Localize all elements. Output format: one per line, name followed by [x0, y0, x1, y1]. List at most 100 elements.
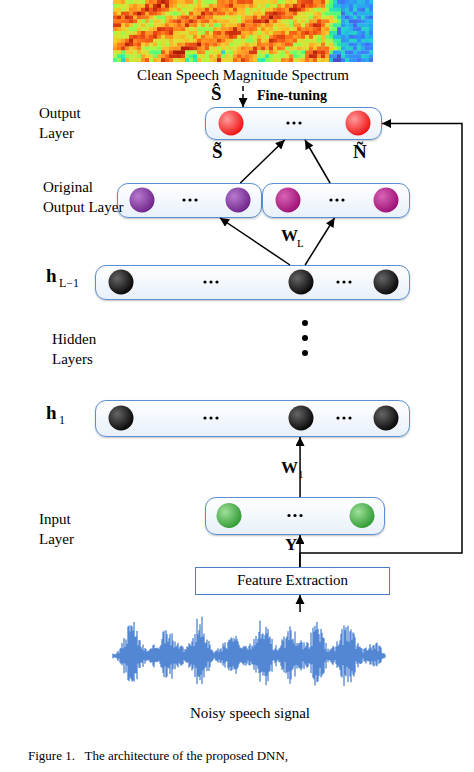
ellipsis-dot	[329, 198, 332, 201]
spectrogram-cell	[169, 47, 173, 51]
spectrogram-cell	[229, 31, 233, 35]
spectrogram-cell	[333, 47, 337, 51]
spectrogram-cell	[121, 23, 125, 27]
spectrogram-cell	[233, 43, 237, 47]
spectrogram-cell	[165, 12, 169, 16]
spectrogram-cell	[277, 23, 281, 27]
spectrogram-cell	[153, 8, 157, 12]
layer-box: Input Layer	[205, 497, 385, 535]
spectrogram-cell	[301, 0, 305, 4]
spectrogram-cell	[161, 12, 165, 16]
spectrogram-cell	[317, 35, 321, 39]
spectrogram-cell	[301, 35, 305, 39]
spectrogram-cell	[349, 16, 353, 20]
spectrogram-cell	[345, 23, 349, 27]
spectrogram-cell	[213, 16, 217, 20]
spectrogram-cell	[365, 8, 369, 12]
layer-name: Input Layer	[39, 510, 99, 549]
spectrogram-cell	[329, 39, 333, 43]
neuron-row	[96, 266, 408, 298]
spectrogram-cell	[229, 35, 233, 39]
spectrogram-cell	[209, 50, 213, 54]
spectrogram-cell	[193, 8, 197, 12]
neuron-row	[263, 184, 408, 216]
spectrogram-cell	[265, 39, 269, 43]
spectrogram-cell	[173, 47, 177, 51]
spectrogram-cell	[261, 19, 265, 23]
spectrogram-cell	[265, 43, 269, 47]
spectrogram-cell	[249, 54, 253, 58]
spectrogram-image	[113, 0, 373, 62]
spectrogram-cell	[197, 12, 201, 16]
spectrogram-cell	[213, 35, 217, 39]
spectrogram-cell	[193, 12, 197, 16]
spectrogram-cell	[113, 43, 117, 47]
spectrogram-cell	[189, 54, 193, 58]
spectrogram-cell	[117, 0, 121, 4]
spectrogram-cell	[169, 39, 173, 43]
spectrogram-cell	[329, 12, 333, 16]
spectrogram-cell	[369, 12, 373, 16]
spectrogram-cell	[169, 0, 173, 4]
spectrogram-cell	[333, 23, 337, 27]
spectrogram-cell	[233, 31, 237, 35]
spectrogram-cell	[185, 0, 189, 4]
spectrogram-cell	[313, 31, 317, 35]
spectrogram-cell	[353, 54, 357, 58]
spectrogram-cell	[137, 12, 141, 16]
spectrogram-cell	[141, 4, 145, 8]
spectrogram-cell	[277, 27, 281, 31]
spectrogram-cell	[365, 47, 369, 51]
arrow-connector	[220, 218, 290, 265]
spectrogram-cell	[117, 8, 121, 12]
spectrogram-cell	[217, 58, 221, 62]
spectrogram-cell	[333, 12, 337, 16]
neuron-circle	[374, 188, 399, 213]
spectrogram-cell	[353, 31, 357, 35]
spectrogram-cell	[121, 58, 125, 62]
spectrogram-cell	[197, 0, 201, 4]
spectrogram-cell	[209, 4, 213, 8]
spectrogram-cell	[345, 12, 349, 16]
spectrogram-cell	[297, 50, 301, 54]
spectrogram-cell	[273, 12, 277, 16]
spectrogram-cell	[321, 43, 325, 47]
spectrogram-cell	[309, 50, 313, 54]
spectrogram-cell	[117, 43, 121, 47]
spectrogram-cell	[349, 27, 353, 31]
spectrogram-cell	[337, 35, 341, 39]
spectrogram-cell	[225, 19, 229, 23]
spectrogram-cell	[173, 4, 177, 8]
spectrogram-cell	[237, 43, 241, 47]
spectrogram-cell	[137, 16, 141, 20]
spectrogram-cell	[113, 4, 117, 8]
spectrogram-cell	[209, 0, 213, 4]
spectrogram-cell	[197, 39, 201, 43]
spectrogram-cell	[321, 35, 325, 39]
spectrogram-cell	[249, 39, 253, 43]
spectrogram-cell	[249, 27, 253, 31]
spectrogram-cell	[281, 50, 285, 54]
spectrogram-cell	[297, 47, 301, 51]
spectrogram-cell	[221, 39, 225, 43]
spectrogram-cell	[337, 27, 341, 31]
spectrogram-cell	[201, 27, 205, 31]
spectrogram-cell	[197, 4, 201, 8]
spectrogram-cell	[197, 27, 201, 31]
spectrogram-cell	[113, 0, 117, 4]
spectrogram-cell	[361, 54, 365, 58]
spectrogram-cell	[253, 35, 257, 39]
spectrogram-cell	[113, 12, 117, 16]
spectrogram-cell	[241, 43, 245, 47]
spectrogram-cell	[237, 16, 241, 20]
spectrogram-cell	[129, 31, 133, 35]
spectrogram-cell	[317, 16, 321, 20]
spectrogram-cell	[293, 47, 297, 51]
spectrogram-cell	[173, 12, 177, 16]
spectrogram-cell	[245, 4, 249, 8]
spectrogram-cell	[345, 39, 349, 43]
spectrogram-cell	[221, 54, 225, 58]
spectrogram-cell	[333, 43, 337, 47]
spectrogram-cell	[181, 43, 185, 47]
spectrogram-cell	[165, 50, 169, 54]
